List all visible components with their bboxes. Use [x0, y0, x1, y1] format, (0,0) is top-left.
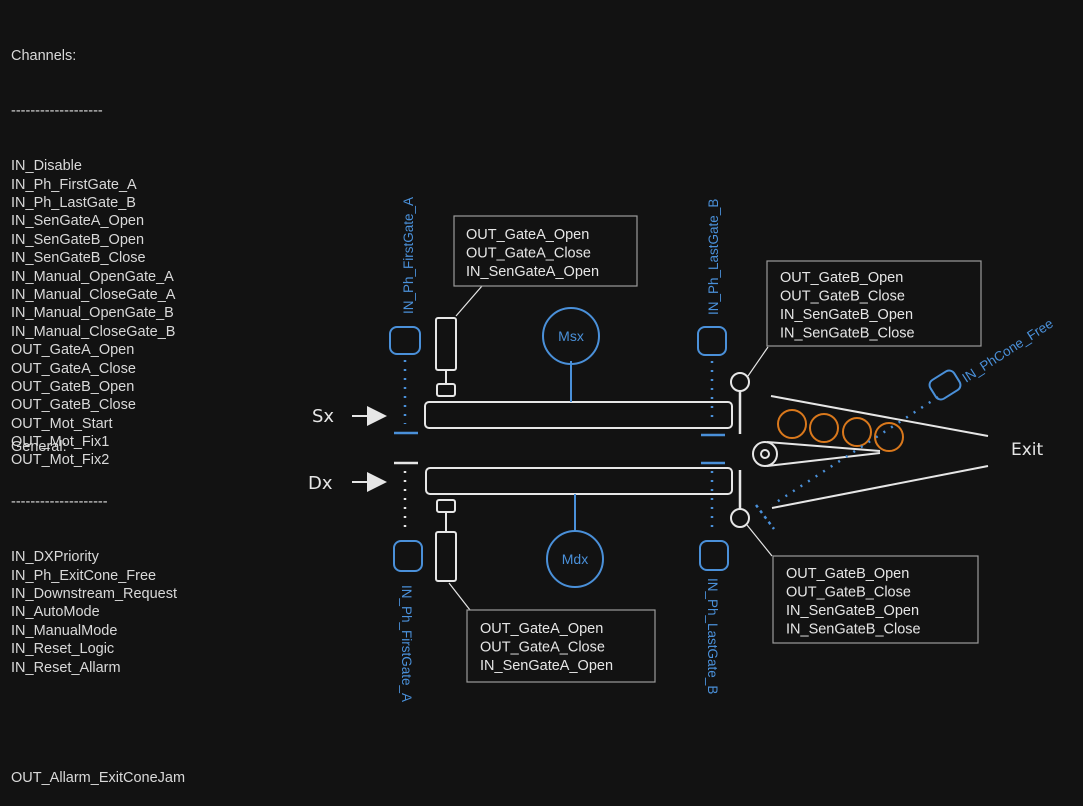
info-box-gate-a-top: OUT_GateA_OpenOUT_GateA_CloseIN_SenGateA…	[453, 215, 638, 287]
sensor-first-gate-a-bottom-label: IN_Ph_FirstGate_A	[399, 585, 414, 702]
gate-a-bottom-leader	[448, 582, 471, 611]
channel-item: OUT_Mot_Fix1	[11, 434, 110, 451]
channel-item: IN_Manual_CloseGate_A	[11, 286, 176, 303]
general-item: IN_Reset_Allarm	[11, 659, 121, 676]
channel-item: OUT_GateA_Close	[11, 360, 136, 377]
info-box-line: OUT_GateB_Open	[786, 566, 909, 582]
info-box-gate-b-top: OUT_GateB_OpenOUT_GateB_CloseIN_SenGateB…	[766, 260, 982, 347]
product-circle	[874, 422, 904, 452]
info-box-line: IN_SenGateB_Close	[780, 326, 915, 342]
beam-cone	[771, 395, 939, 507]
info-box-line: OUT_GateB_Close	[780, 289, 905, 305]
channel-item: IN_Manual_OpenGate_A	[11, 268, 174, 285]
info-box-line: IN_SenGateB_Close	[786, 622, 921, 638]
photocell-cone	[928, 369, 962, 401]
channel-item: IN_Disable	[11, 158, 82, 175]
exit-belt-bottom	[766, 452, 881, 467]
channels-separator: -------------------	[11, 103, 103, 120]
reflector-cone	[755, 504, 775, 530]
gate-a-bottom-cylinder	[435, 531, 457, 582]
gate-a-top-leader	[455, 285, 483, 317]
exit-belt-top	[766, 441, 881, 452]
info-box-line: IN_SenGateB_Open	[780, 307, 913, 323]
exit-pulley	[752, 441, 778, 467]
channel-item: OUT_GateB_Open	[11, 378, 135, 395]
info-box-line: OUT_GateA_Close	[480, 640, 605, 656]
channels-panel: Channels: ------------------- IN_Disable…	[11, 10, 175, 488]
info-box-line: OUT_GateB_Close	[786, 585, 911, 601]
general-item: IN_Downstream_Request	[11, 586, 178, 602]
photocell-last-gate-b-bottom	[699, 540, 729, 571]
alarm-output: OUT_Allarm_ExitConeJam	[11, 769, 186, 786]
general-item: IN_ManualMode	[11, 622, 118, 639]
label-sx: Sx	[312, 406, 334, 427]
general-item: IN_DXPriority	[11, 549, 99, 566]
motor-dx	[546, 530, 604, 588]
label-exit: Exit	[1011, 440, 1044, 460]
channel-item: IN_Ph_LastGate_B	[11, 195, 136, 211]
channel-item: OUT_GateB_Close	[11, 397, 136, 414]
gate-b-top-pivot	[730, 372, 750, 392]
general-item: IN_Ph_ExitCone_Free	[11, 567, 157, 584]
gate-b-bottom-pivot	[730, 508, 750, 528]
gate-b-bottom-leader	[746, 524, 773, 557]
info-box-line: IN_SenGateA_Open	[466, 264, 599, 280]
general-item: IN_AutoMode	[11, 604, 100, 621]
general-title: General:	[11, 438, 67, 455]
gate-a-bottom-head	[436, 499, 456, 513]
channel-item: IN_Manual_CloseGate_B	[11, 323, 176, 340]
motor-dx-label: Mdx	[562, 551, 588, 567]
channel-item: IN_SenGateB_Open	[11, 231, 145, 248]
sensor-last-gate-b-bottom-label: IN_Ph_LastGate_B	[705, 578, 720, 694]
sensor-first-gate-a-top-label: IN_Ph_FirstGate_A	[401, 197, 416, 314]
exit-cone-top-wall	[770, 395, 989, 437]
general-separator: --------------------	[11, 494, 108, 511]
info-box-line: OUT_GateA_Open	[466, 227, 589, 243]
product-circle	[809, 413, 839, 443]
product-circle	[842, 417, 872, 447]
channel-item: IN_SenGateA_Open	[11, 213, 145, 230]
exit-pulley-hub	[760, 449, 770, 459]
info-box-line: IN_SenGateB_Open	[786, 603, 919, 619]
channel-item: OUT_GateA_Open	[11, 342, 135, 359]
conveyor-sx	[424, 401, 733, 429]
motor-sx	[542, 307, 600, 365]
info-box-line: OUT_GateA_Close	[466, 246, 591, 262]
channel-item: IN_SenGateB_Close	[11, 250, 146, 267]
info-box-line: OUT_GateB_Open	[780, 270, 903, 286]
info-box-line: OUT_GateA_Open	[480, 621, 603, 637]
photocell-last-gate-b-top	[697, 326, 727, 356]
conveyor-dx	[425, 467, 733, 495]
general-item: IN_Reset_Logic	[11, 641, 115, 658]
motor-sx-label: Msx	[558, 328, 584, 344]
info-box-gate-b-bottom: OUT_GateB_OpenOUT_GateB_CloseIN_SenGateB…	[772, 555, 979, 644]
photocell-first-gate-a-top	[389, 326, 421, 355]
product-circle	[777, 409, 807, 439]
gate-b-top-leader	[747, 346, 769, 377]
gate-a-top-head	[436, 383, 456, 397]
label-dx: Dx	[308, 473, 333, 494]
channel-item: IN_Manual_OpenGate_B	[11, 305, 174, 322]
photocell-first-gate-a-bottom	[393, 540, 423, 572]
conveyor-diagram: Sx Dx Msx Mdx IN_Ph_FirstGate_A IN_Ph_Fi…	[308, 197, 1056, 702]
channels-title: Channels:	[11, 47, 77, 64]
gate-a-top-cylinder	[435, 317, 457, 371]
sensor-last-gate-b-top-label: IN_Ph_LastGate_B	[706, 199, 721, 315]
info-box-line: IN_SenGateA_Open	[480, 658, 613, 674]
channel-item: IN_Ph_FirstGate_A	[11, 176, 137, 193]
channel-item: OUT_Mot_Fix2	[11, 452, 110, 469]
exit-cone-bottom-wall	[771, 465, 989, 509]
channel-item: OUT_Mot_Start	[11, 415, 113, 432]
info-box-gate-a-bottom: OUT_GateA_OpenOUT_GateA_CloseIN_SenGateA…	[466, 609, 656, 683]
